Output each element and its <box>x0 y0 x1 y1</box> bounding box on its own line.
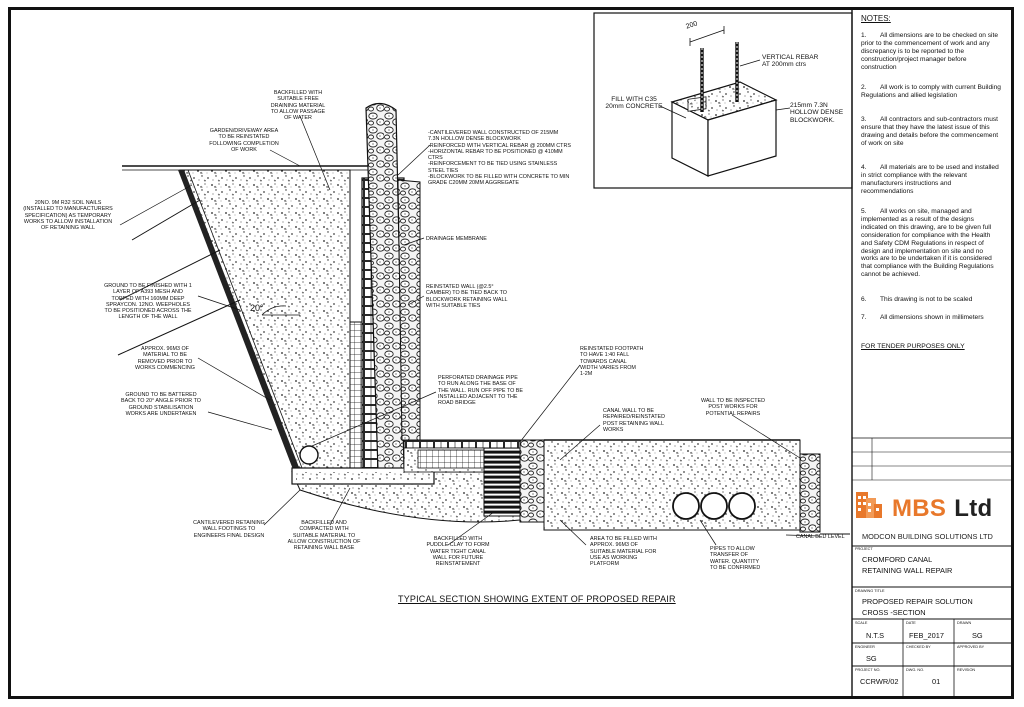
annotation-area-filled: AREA TO BE FILLED WITH APPROX. 96m3 OF S… <box>590 536 657 568</box>
notes-heading: NOTES: <box>861 14 891 23</box>
scale-caption: SCALE <box>855 621 868 625</box>
annotation-backfilled-compacted: BACKFILLED AND COMPACTED WITH SUITABLE M… <box>287 520 361 552</box>
annotation-puddle-clay: BACKFILLED WITH PUDDLE CLAY TO FORM WATE… <box>426 536 490 568</box>
note-1: 1.All dimensions are to be checked on si… <box>861 32 999 71</box>
date-caption: DATE <box>906 621 916 625</box>
existing-canal-wall <box>799 453 821 533</box>
annotation-cantilevered-footing: CANTILEVERED RETAINING WALL FOOTINGS TO … <box>193 520 265 539</box>
leader-lines <box>119 115 821 546</box>
inset-vertical-rebar: VERTICAL REBAR AT 200mm ctrs <box>762 54 819 69</box>
engineer-value: SG <box>866 654 877 663</box>
annotation-reinstated-wall: REINSTATED WALL (@2.5° CAMBER) TO BE TIE… <box>426 284 508 309</box>
note-5: 5.All works on site, managed and impleme… <box>861 208 994 279</box>
annotation-pipes-transfer: PIPES TO ALLOW TRANSFER OF WATER. QUANTI… <box>710 546 761 571</box>
annotation-ground-finish: GROUND TO BE FINISHED WITH 1 LAYER OF A3… <box>104 283 192 321</box>
project-no-caption: PROJECT NO. <box>855 668 881 672</box>
inset-hollow-block: 215mm 7.3N HOLLOW DENSE BLOCKWORK. <box>790 102 844 124</box>
annotation-canal-bed: CANAL BED LEVEL <box>796 534 845 540</box>
annotation-ground-battered: GROUND TO BE BATTERED BACK TO 20° ANGLE … <box>121 392 201 417</box>
company-full-name: MODCON BUILDING SOLUTIONS LTD <box>862 532 993 541</box>
block-isometric <box>659 26 791 177</box>
drawing-title-line-2: CROSS -SECTION <box>862 608 926 617</box>
title-block-frame <box>851 10 1011 696</box>
project-line-1: CROMFORD CANAL <box>862 555 933 564</box>
scale-value: N.T.S <box>866 631 885 640</box>
transfer-pipes <box>672 492 756 520</box>
project-no-value: CCRWR/02 <box>860 677 899 686</box>
footpath-slab <box>403 439 521 449</box>
revision-caption: REVISION <box>957 668 976 672</box>
note-6: 6.This drawing is not to be scaled <box>861 296 973 303</box>
annotation-garden-area: GARDEN/DRIVEWAY AREA TO BE REINSTATED FO… <box>209 128 279 153</box>
annotation-wall-inspected: WALL TO BE INSPECTED POST WORKS FOR POTE… <box>700 398 766 417</box>
section-title: TYPICAL SECTION SHOWING EXTENT OF PROPOS… <box>398 594 676 604</box>
date-value: FEB_2017 <box>909 631 944 640</box>
spraycon-slope <box>178 170 300 472</box>
annotation-soil-nails: 20No. 9m R32 SOIL NAILS (INSTALLED TO MA… <box>23 200 113 232</box>
project-line-2: RETAINING WALL REPAIR <box>862 566 953 575</box>
annotation-cantilevered-spec: -CANTILEVERED WALL CONSTRUCTED OF 215mm … <box>428 130 571 187</box>
annotation-drainage-membrane: DRAINAGE MEMBRANE <box>426 236 487 242</box>
note-7: 7.All dimensions shown in millimeters <box>861 314 984 321</box>
reinstated-wall <box>397 179 421 441</box>
annotation-backfill-top: BACKFILLED WITH SUITABLE FREE DRAINING M… <box>270 90 326 122</box>
puddle-clay <box>483 447 521 517</box>
tender-note: FOR TENDER PURPOSES ONLY <box>861 343 965 350</box>
note-4: 4.All materials are to be used and insta… <box>861 164 999 195</box>
perforated-pipe <box>299 445 319 465</box>
note-2: 2.All work is to comply with current Bui… <box>861 84 1001 99</box>
drawn-caption: DRAWN <box>957 621 972 625</box>
checked-caption: CHECKED BY <box>906 645 931 649</box>
annotation-perforated-pipe: PERFORATED DRAINAGE PIPE TO RUN ALONG TH… <box>438 375 523 407</box>
dwg-no-value: 01 <box>932 677 941 686</box>
project-caption: PROJECT <box>855 547 873 551</box>
dwg-no-caption: DWG. NO. <box>906 668 925 672</box>
annotation-approx-material: APPROX. 96M3 OF MATERIAL TO BE REMOVED P… <box>135 346 195 371</box>
engineer-caption: ENGINEER <box>855 645 875 649</box>
working-platform <box>543 439 801 531</box>
approved-caption: APPROVED BY <box>957 645 985 649</box>
soil-nails <box>117 199 241 356</box>
angle-label: 20° <box>250 303 264 313</box>
canal-wall <box>519 439 545 523</box>
title-block: NOTES: 1.All dimensions are to be checke… <box>852 10 1011 696</box>
inset-fill-c35: FILL WITH C35 20mm CONCRETE <box>605 96 663 111</box>
annotation-canal-wall: CANAL WALL TO BE REPAIRED/REINSTATED POS… <box>603 408 665 433</box>
drawn-value: SG <box>972 631 983 640</box>
drawing-title-line-1: PROPOSED REPAIR SOLUTION <box>862 597 973 606</box>
building-logo-icon <box>856 492 882 518</box>
annotation-reinstated-footpath: REINSTATED FOOTPATH TO HAVE 1:40 FALL TO… <box>580 346 644 378</box>
drawing-title-caption: DRAWING TITLE <box>855 589 885 593</box>
note-3: 3.All contractors and sub-contractors mu… <box>861 116 999 147</box>
